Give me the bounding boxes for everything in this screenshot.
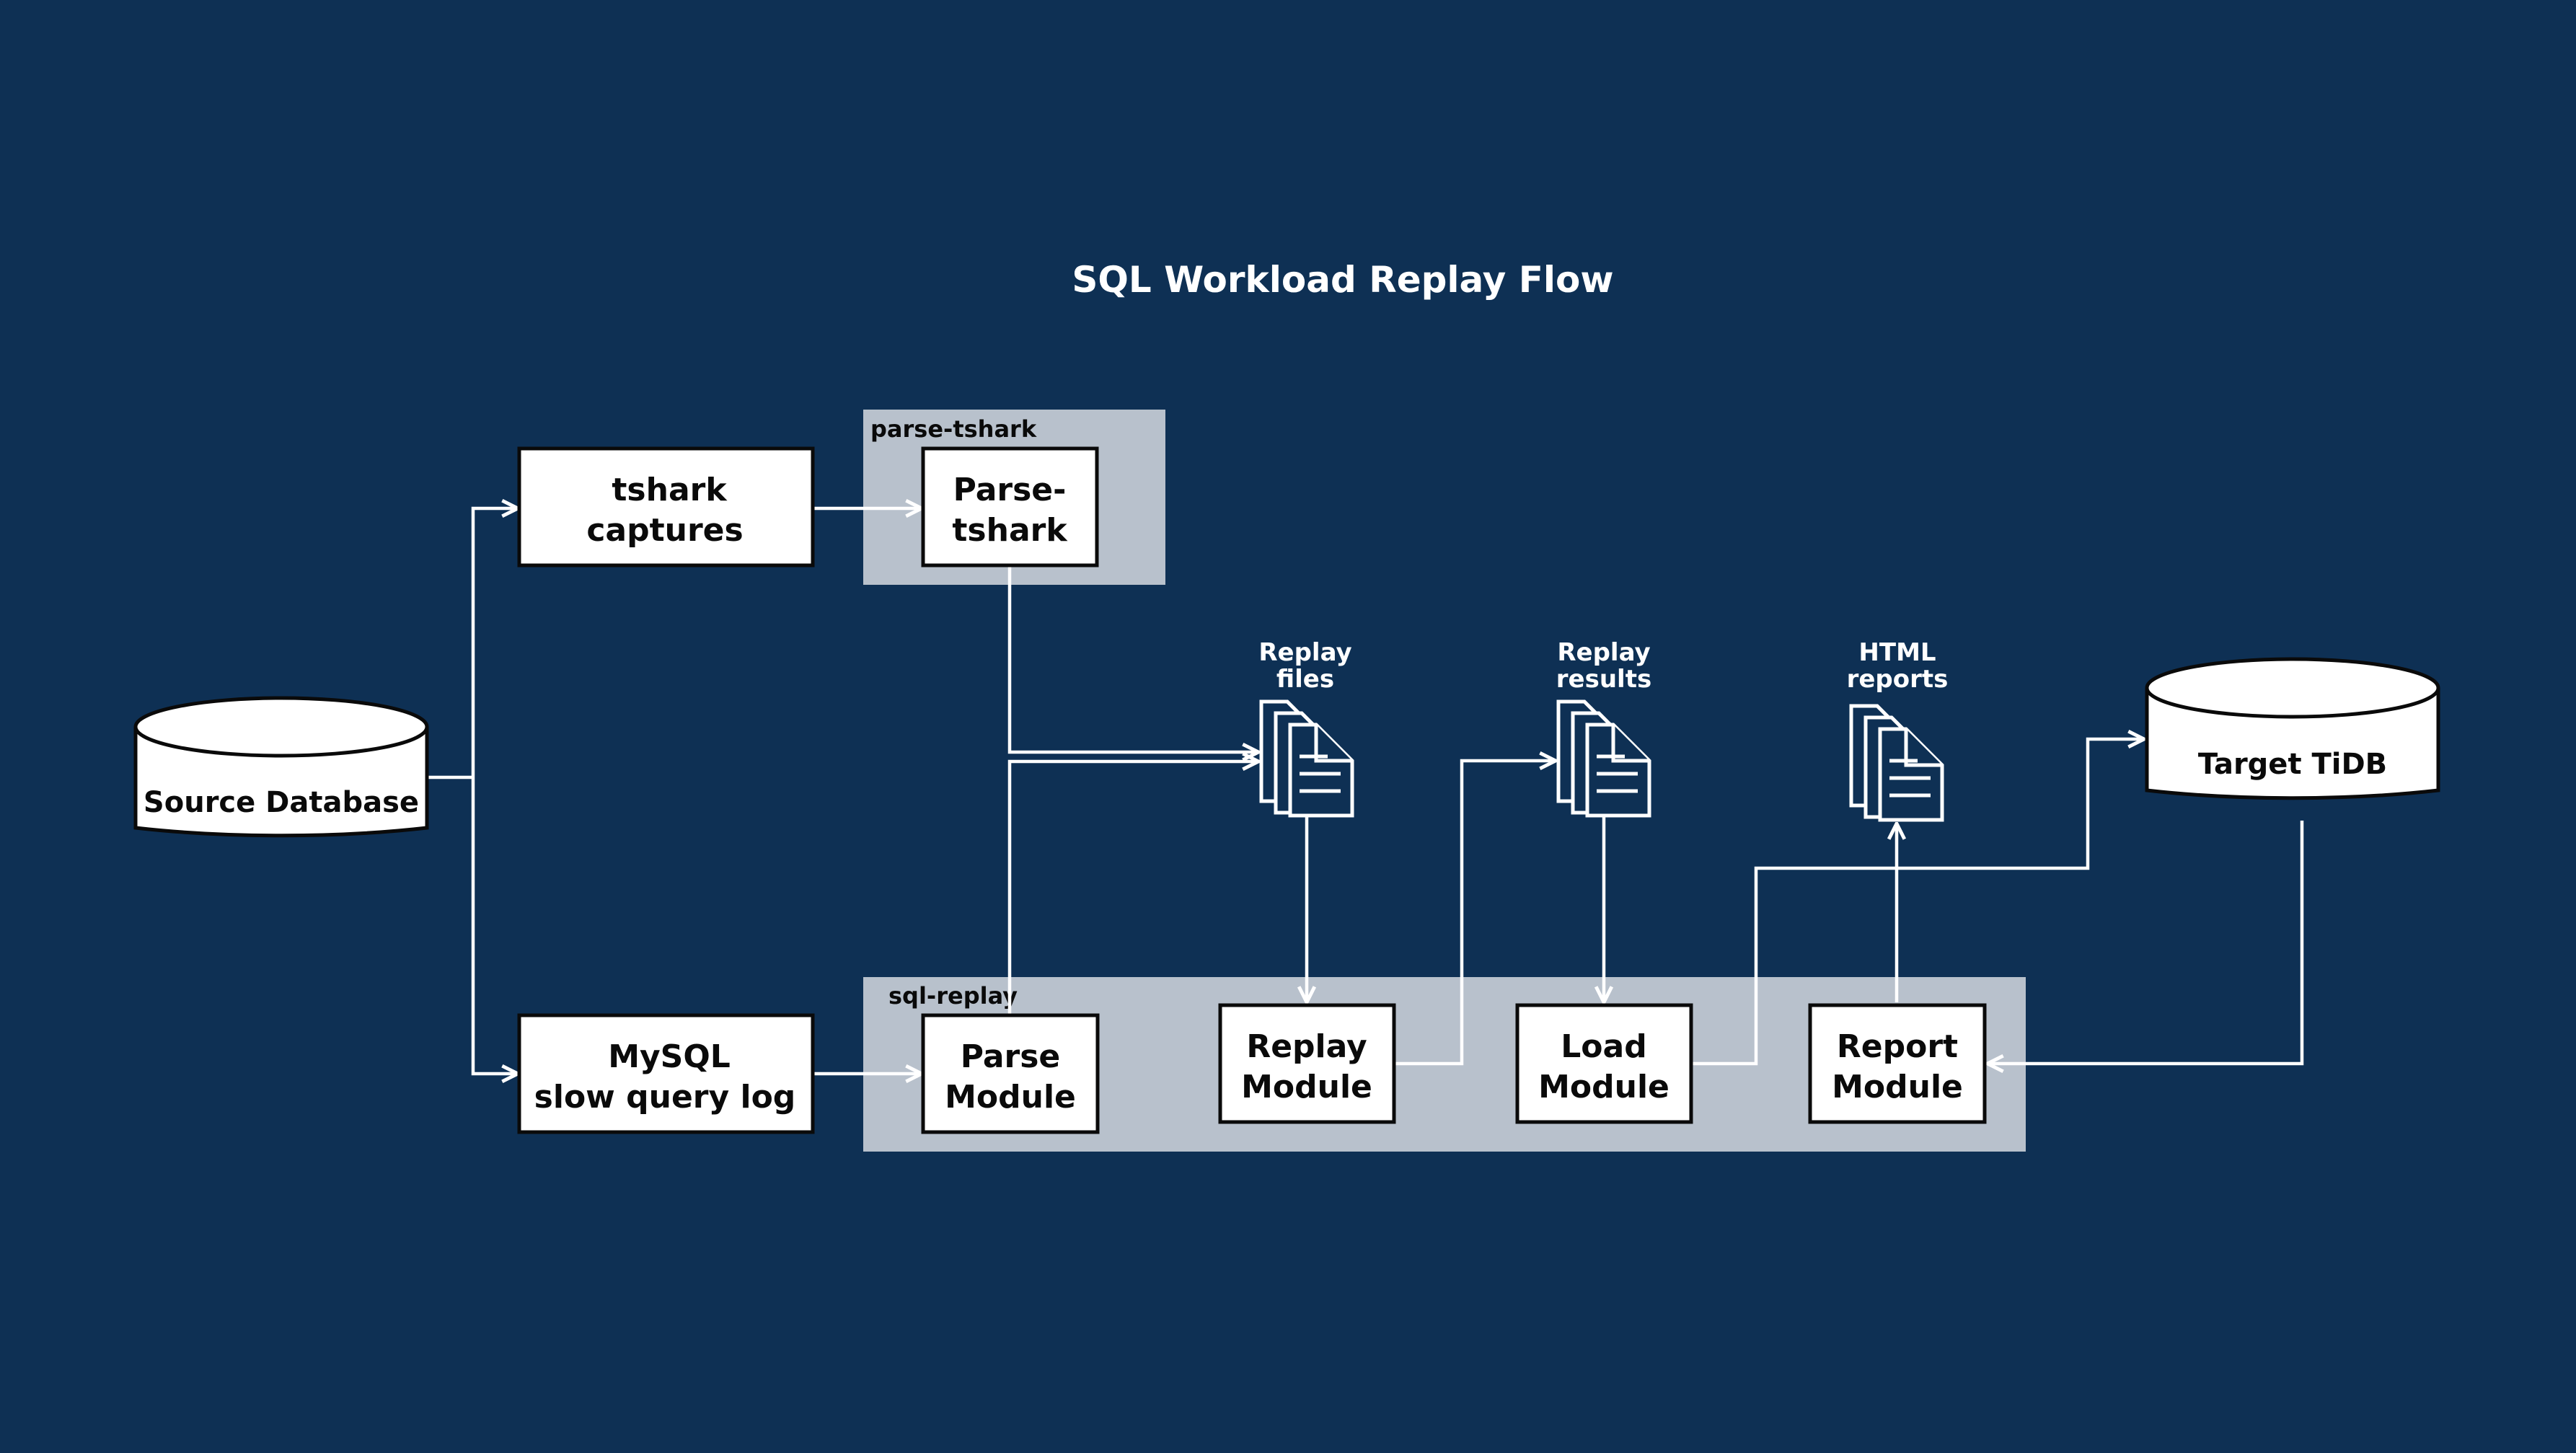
mysql-slow-query-log-line2: slow query log <box>534 1079 796 1116</box>
group-sql-replay-label: sql-replay <box>888 982 1018 1010</box>
load-module-line1: Load <box>1561 1028 1646 1065</box>
node-parse-module: Parse Module <box>921 1013 1100 1134</box>
node-tshark-captures: tshark captures <box>517 446 815 567</box>
node-load-module: Load Module <box>1515 1003 1693 1124</box>
document-stack-icon <box>1556 699 1651 818</box>
edge-load-module-to-target-tidb <box>1692 739 2144 1066</box>
target-tidb-label: Target TiDB <box>2198 748 2387 781</box>
artifact-replay-results: Replay results <box>1556 638 1651 818</box>
node-replay-module: Replay Module <box>1218 1003 1396 1124</box>
artifact-replay-files: Replay files <box>1258 638 1354 818</box>
parse-module-line2: Module <box>945 1079 1076 1116</box>
tshark-captures-line1: tshark <box>612 472 728 508</box>
mysql-slow-query-log-line1: MySQL <box>608 1038 731 1075</box>
artifact-html-reports: HTML reports <box>1847 638 1949 822</box>
node-parse-tshark: Parse- tshark <box>921 446 1099 567</box>
load-module-line2: Module <box>1538 1069 1669 1105</box>
edge-target-tidb-to-report-module <box>1988 821 2304 1064</box>
edge-replay-module-to-replay-results <box>1395 761 1556 1066</box>
html-reports-line1: HTML <box>1858 638 1936 667</box>
replay-results-line2: results <box>1556 665 1651 694</box>
replay-files-line2: files <box>1276 665 1334 694</box>
html-reports-line2: reports <box>1847 665 1949 694</box>
group-parse-tshark-label: parse-tshark <box>870 415 1037 443</box>
replay-module-line2: Module <box>1241 1069 1372 1105</box>
edge-source-to-mysql <box>471 777 518 1074</box>
source-database-label: Source Database <box>144 786 419 819</box>
node-report-module: Report Module <box>1808 1003 1987 1124</box>
replay-files-line1: Replay <box>1258 638 1351 667</box>
diagram-title: SQL Workload Replay Flow <box>1072 259 1613 301</box>
node-mysql-slow-query-log: MySQL slow query log <box>517 1013 815 1134</box>
edge-source-to-tshark <box>471 508 518 777</box>
report-module-line1: Report <box>1837 1028 1958 1065</box>
report-module-line2: Module <box>1832 1069 1963 1105</box>
parse-tshark-line2: tshark <box>952 512 1068 549</box>
edges <box>428 508 2304 1074</box>
replay-results-line1: Replay <box>1557 638 1650 667</box>
parse-tshark-line1: Parse- <box>953 472 1067 508</box>
node-source-database: Source Database <box>133 696 429 838</box>
edge-parse-module-to-replay-files <box>1007 761 1258 1015</box>
edge-parse-tshark-to-replay-files <box>1007 567 1258 752</box>
document-stack-icon <box>1259 699 1354 818</box>
parse-module-line1: Parse <box>961 1038 1061 1075</box>
tshark-captures-line2: captures <box>586 512 743 549</box>
node-target-tidb: Target TiDB <box>2145 657 2440 800</box>
document-stack-icon <box>1849 704 1944 822</box>
replay-module-line1: Replay <box>1246 1028 1367 1065</box>
